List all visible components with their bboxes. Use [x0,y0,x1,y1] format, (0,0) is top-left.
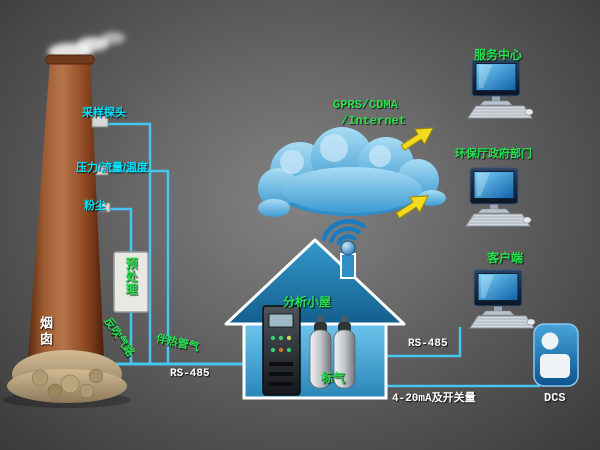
label-dust: 粉尘 [84,200,106,212]
sampling-probe-icon [91,115,109,128]
preprocessing-box [113,251,149,313]
label-sampling-probe: 采样探头 [82,107,126,119]
label-rs485-right: RS-485 [408,338,448,350]
wifi-icon [321,218,366,246]
label-preprocessing: 预处理 [124,257,138,296]
label-chimney: 烟囱 [38,316,53,348]
pipe-line [100,122,540,388]
label-analysis-house: 分析小屋 [283,295,332,309]
label-epa-government: 环保厅政府部门 [455,148,532,160]
dcs-box [533,323,579,387]
label-analog-signal: 4-20mA及开关量 [392,393,476,405]
computer-icon [465,167,532,227]
label-internet: /Internet [341,114,406,128]
cloud-icon [258,127,446,217]
label-dcs: DCS [544,391,566,405]
label-standard-gas: 标气 [321,371,346,385]
label-client: 客户端 [487,251,524,265]
chimney [3,32,131,408]
label-gprs-cdma: GPRS/CDMA [333,98,398,112]
label-service-center: 服务中心 [474,48,523,62]
computer-icon [467,59,534,119]
house-chimney [340,253,356,279]
analysis-house [224,218,406,400]
sensor-box-icon [98,202,111,213]
antenna-ball-icon [340,240,356,256]
sensor-box-icon [95,164,109,176]
gas-cylinder-icon [333,316,356,389]
computer-icon [469,269,536,329]
label-pressure-flow-temp: 压力/流量/温度 [76,162,149,174]
analyzer-cabinet [262,305,301,396]
house-roof [224,238,406,326]
gas-cylinder-icon [309,316,332,389]
chimney-base [3,350,131,408]
label-rs485-left: RS-485 [170,368,210,380]
